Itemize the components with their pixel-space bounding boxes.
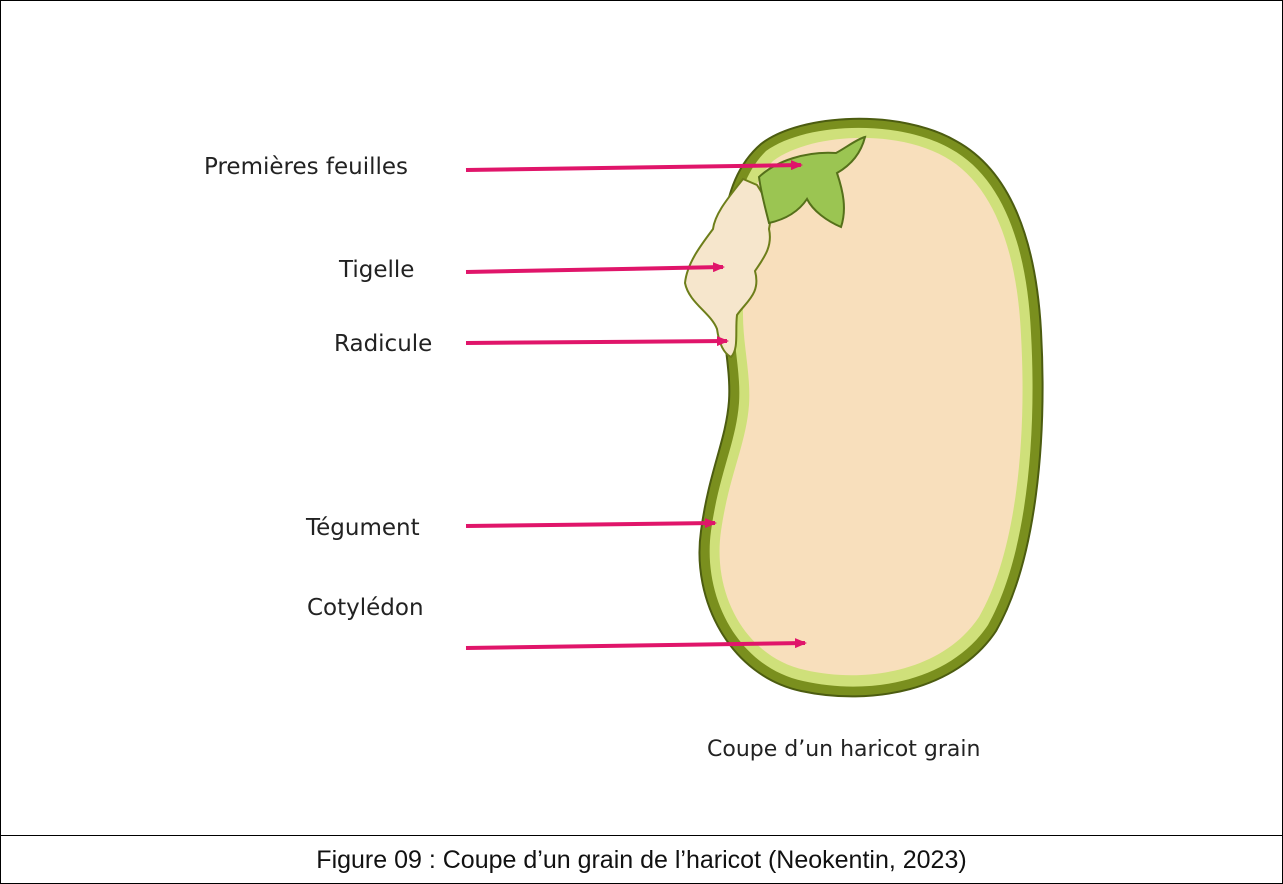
arrow-tigelle (466, 267, 723, 272)
figure-panel: Premières feuilles Tigelle Radicule Tégu… (1, 1, 1282, 836)
arrow-radicule (466, 341, 727, 343)
figure-caption: Figure 09 : Coupe d’un grain de l’harico… (1, 836, 1282, 884)
label-premieres-feuilles: Premières feuilles (204, 156, 408, 179)
arrow-tegument (466, 523, 715, 526)
label-radicule: Radicule (334, 333, 432, 356)
label-tigelle: Tigelle (339, 259, 414, 282)
label-tegument: Tégument (306, 517, 420, 540)
bean-diagram (1, 1, 1282, 835)
diagram-subtitle: Coupe d’un haricot grain (707, 739, 980, 761)
label-cotyledon: Cotylédon (307, 597, 424, 620)
